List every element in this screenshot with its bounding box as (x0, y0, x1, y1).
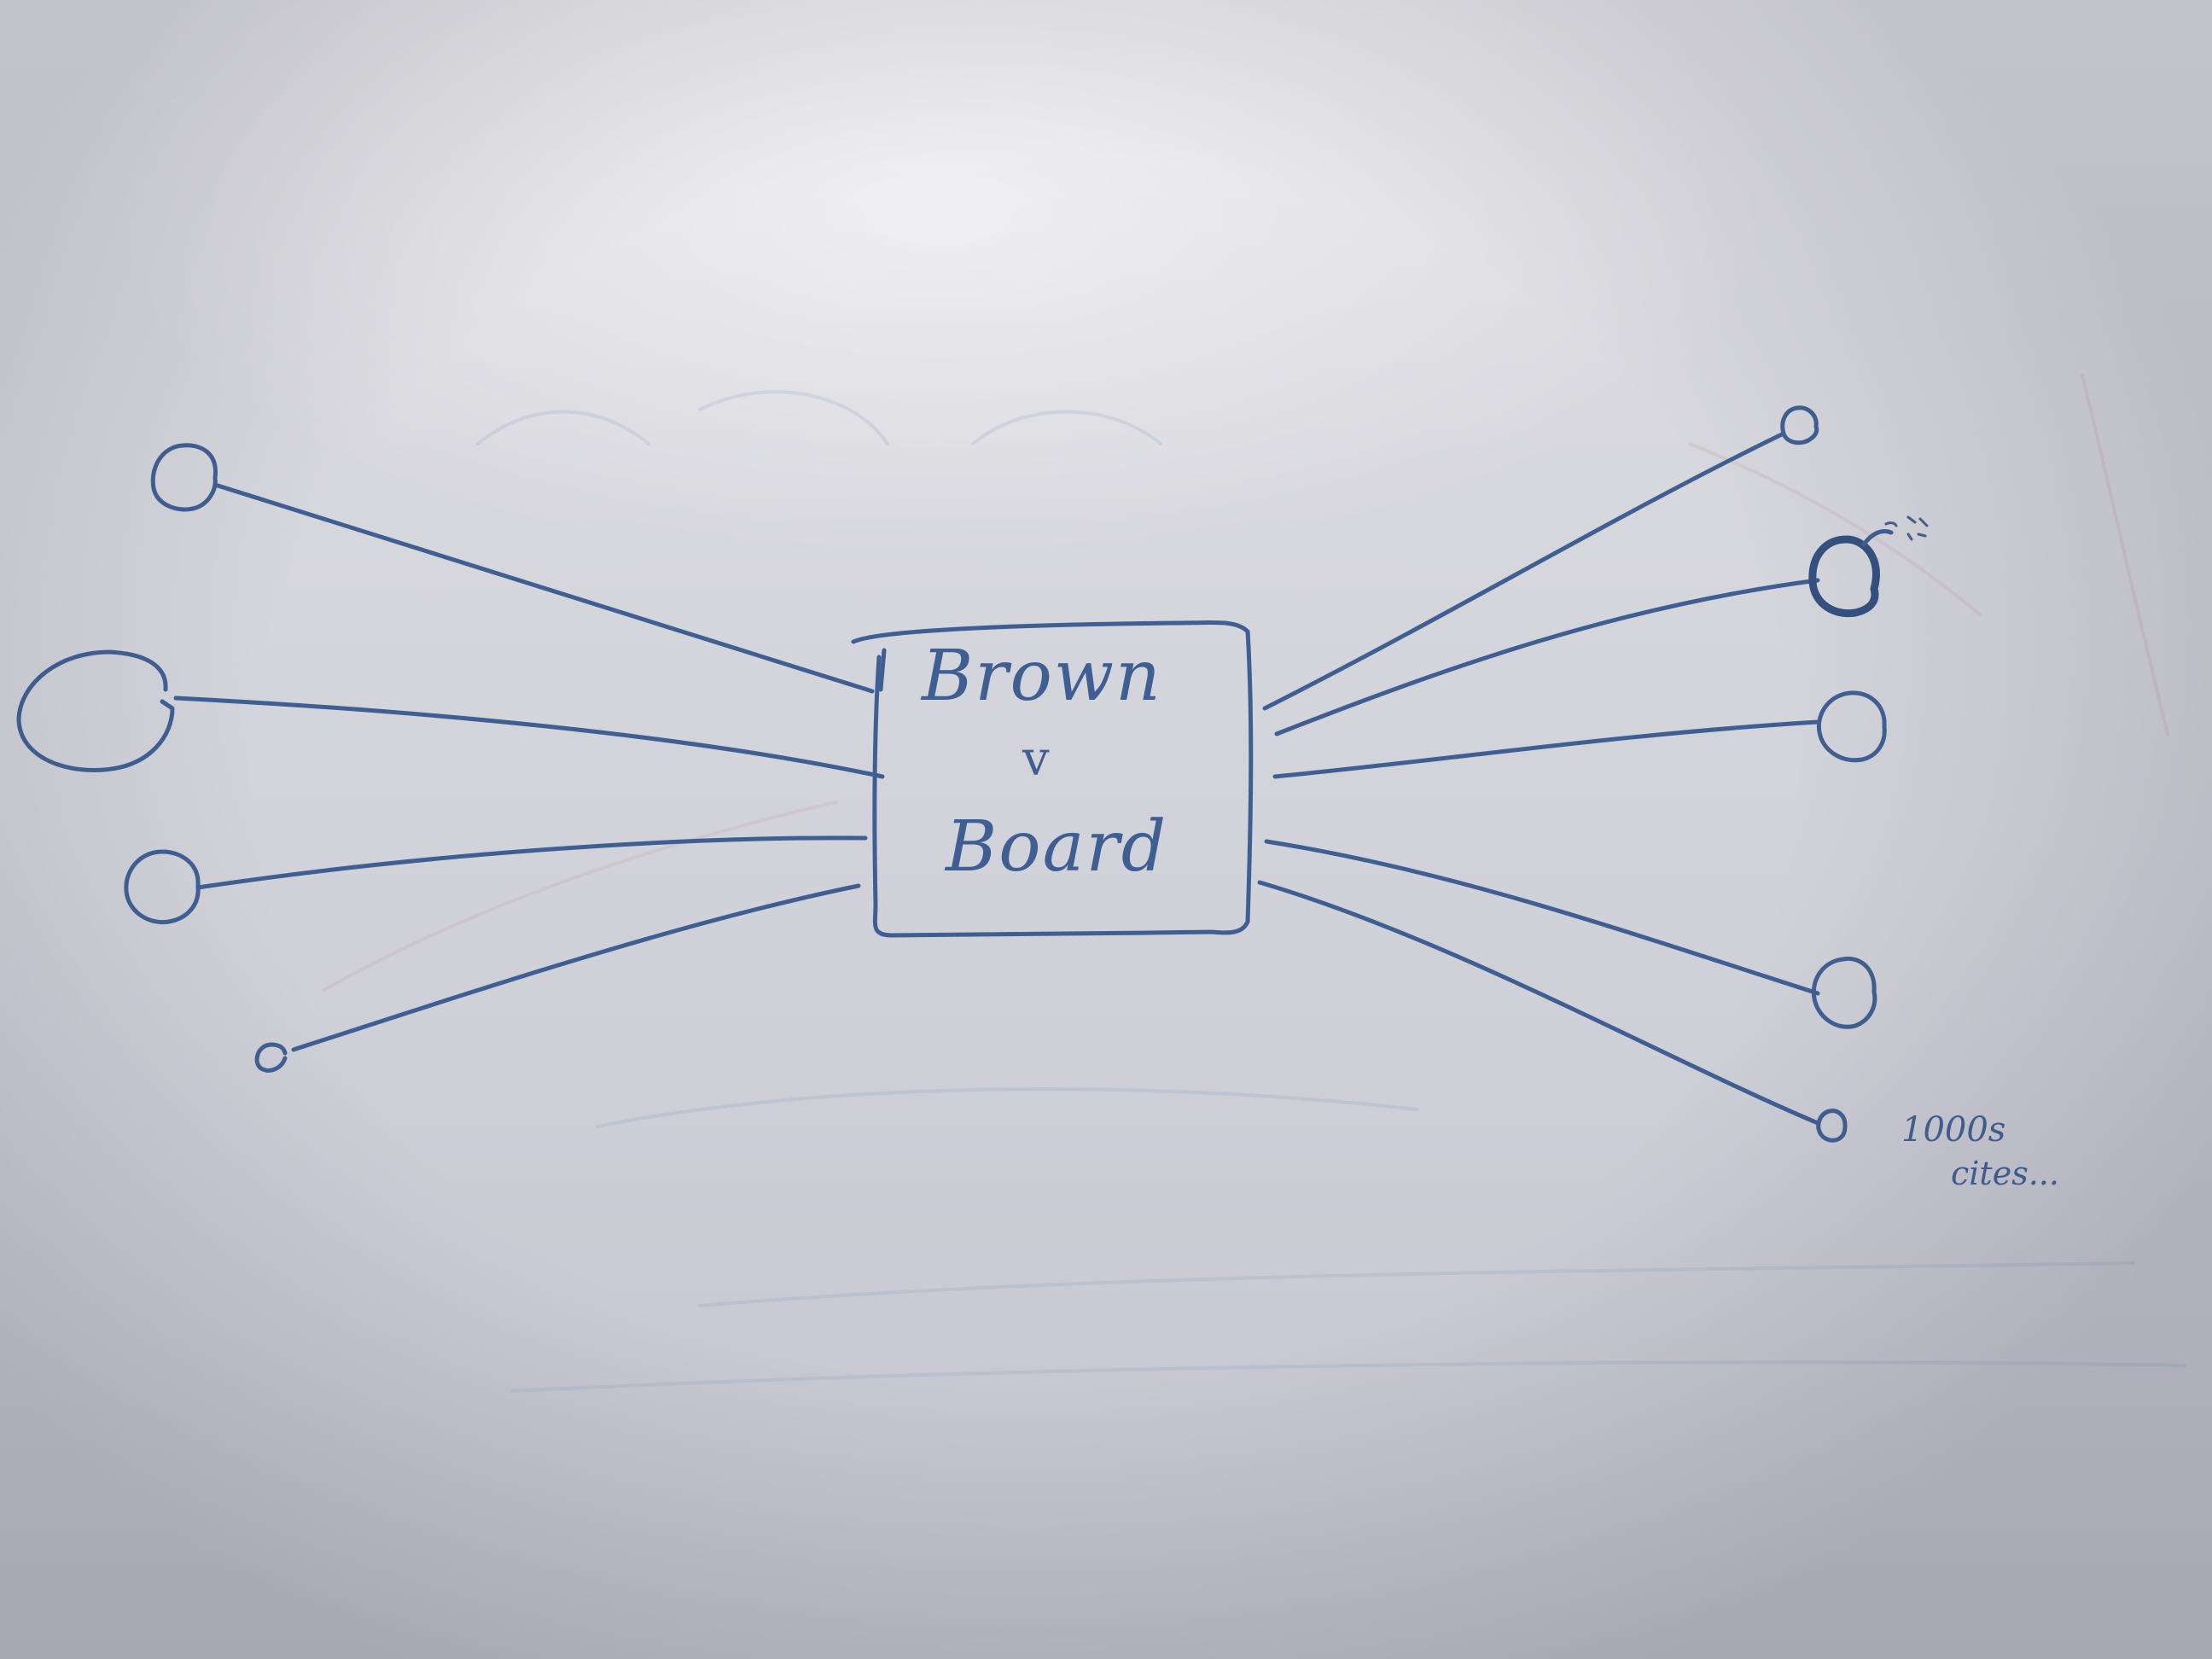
annotation-line1: 1000s (1901, 1110, 2006, 1150)
connector-left-1 (212, 482, 875, 694)
center-box-tick (878, 648, 887, 692)
node-right-5 (1816, 1109, 1848, 1143)
left-connectors (173, 482, 885, 1052)
case-name-line1: Brown (922, 636, 1162, 717)
bomb-icon (1808, 515, 1929, 618)
node-left-4 (254, 1042, 288, 1073)
ghost-marks (323, 374, 2186, 1393)
connector-left-2 (173, 696, 885, 779)
center-box (851, 620, 1254, 938)
left-nodes (16, 443, 288, 1073)
connector-right-5 (1257, 880, 1820, 1126)
node-left-2 (16, 649, 175, 772)
node-right-4 (1811, 956, 1877, 1029)
annotation-line2: cites... (1951, 1155, 2059, 1192)
node-right-3 (1816, 690, 1887, 763)
connector-left-4 (291, 883, 861, 1052)
connector-left-3 (195, 835, 868, 890)
case-name-versus: v (1022, 731, 1050, 787)
right-nodes (1780, 405, 1929, 1143)
connector-right-1 (1262, 431, 1786, 711)
connector-right-2 (1274, 578, 1820, 736)
connector-right-4 (1264, 839, 1820, 996)
node-right-1 (1780, 405, 1819, 445)
case-name-line2: Board (946, 806, 1168, 888)
node-left-1 (150, 443, 218, 512)
node-left-3 (124, 849, 201, 925)
right-connectors (1257, 431, 1820, 1126)
connector-right-3 (1272, 719, 1820, 779)
